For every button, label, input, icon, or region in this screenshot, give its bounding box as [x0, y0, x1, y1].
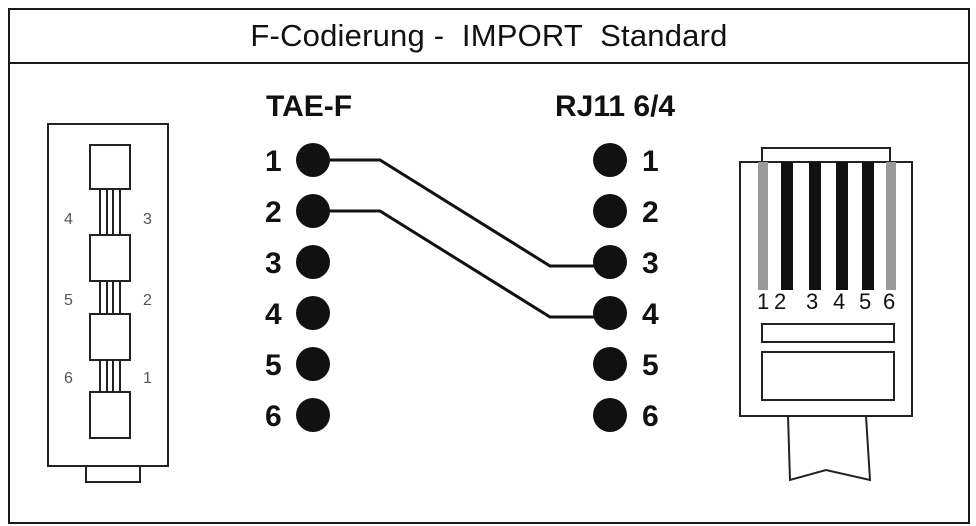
rj-pin-dot: [593, 245, 627, 279]
wire-group: [318, 158, 610, 319]
tae-pin-dot: [296, 194, 330, 228]
rj-contact: [758, 162, 768, 290]
tae-contact-block: [89, 144, 131, 190]
tae-pin-dot: [296, 143, 330, 177]
rj-plug-slot: [761, 323, 895, 343]
rj-pin-dot: [593, 398, 627, 432]
rj-pin-dot: [593, 347, 627, 381]
tae-pin-number: 3: [265, 247, 282, 280]
rj11-plug-drawing: [739, 147, 913, 482]
tae-socket-drawing: [47, 123, 169, 483]
tae-contact-block: [89, 391, 131, 439]
rj-plug-cable: [787, 415, 872, 482]
tae-socket-label: 3: [143, 211, 152, 228]
rj-pin-dot: [593, 296, 627, 330]
rj-plug-window: [761, 351, 895, 401]
rj-contact: [781, 162, 793, 290]
tae-pin-dot: [296, 296, 330, 330]
rj-contact: [862, 162, 874, 290]
tae-socket-label: 4: [64, 211, 73, 228]
tae-pin-number: 6: [265, 400, 282, 433]
rj-plug-label: 2: [774, 289, 786, 314]
rj-contact: [886, 162, 896, 290]
title-bar: F-Codierung - IMPORT Standard: [10, 10, 968, 64]
rj-plug-label: 6: [883, 289, 895, 314]
rj-plug-label: 1: [757, 289, 769, 314]
wire-1-to-3: [318, 158, 610, 268]
tae-pin-number: 1: [265, 145, 282, 178]
rj11-header: RJ11 6/4: [555, 90, 675, 123]
rj-plug-label: 5: [859, 289, 871, 314]
rj-pin-dot: [593, 143, 627, 177]
rj-plug-label: 4: [833, 289, 845, 314]
tae-pin-dot: [296, 347, 330, 381]
tae-pin-number: 2: [265, 196, 282, 229]
tae-pin-column: 1 2 3 4 5 6: [265, 143, 330, 433]
rj-pin-number: 2: [642, 196, 659, 229]
rj-plug-label: 3: [806, 289, 818, 314]
tae-socket-label: 5: [64, 292, 73, 309]
rj-contact: [809, 162, 821, 290]
tae-contact-bars: [99, 189, 121, 392]
tae-socket-foot: [85, 465, 141, 483]
rj-plug-latch: [761, 147, 891, 163]
rj-pin-number: 5: [642, 349, 659, 382]
rj-pin-number: 1: [642, 145, 659, 178]
tae-socket-label: 1: [143, 370, 152, 387]
diagram-title: F-Codierung - IMPORT Standard: [250, 18, 728, 53]
rj-plug-body: [739, 161, 913, 417]
tae-socket-label: 2: [143, 292, 152, 309]
rj-pin-number: 3: [642, 247, 659, 280]
rj-pin-column: 1 2 3 4 5 6: [593, 143, 659, 433]
rj-pin-number: 4: [642, 298, 659, 331]
rj-plug-number-row: 1 2 3 4 5 6: [752, 289, 900, 314]
rj-pin-number: 6: [642, 400, 659, 433]
rj-contact: [836, 162, 848, 290]
rj-pin-dot: [593, 194, 627, 228]
tae-pin-number: 5: [265, 349, 282, 382]
diagram-frame: F-Codierung - IMPORT Standard: [8, 8, 970, 524]
tae-contact-block: [89, 234, 131, 282]
wire-2-to-4: [318, 209, 610, 319]
tae-contact-block: [89, 313, 131, 361]
tae-f-header: TAE-F: [266, 90, 352, 123]
tae-pin-number: 4: [265, 298, 282, 331]
tae-socket-label: 6: [64, 370, 73, 387]
tae-pin-dot: [296, 245, 330, 279]
tae-pin-dot: [296, 398, 330, 432]
